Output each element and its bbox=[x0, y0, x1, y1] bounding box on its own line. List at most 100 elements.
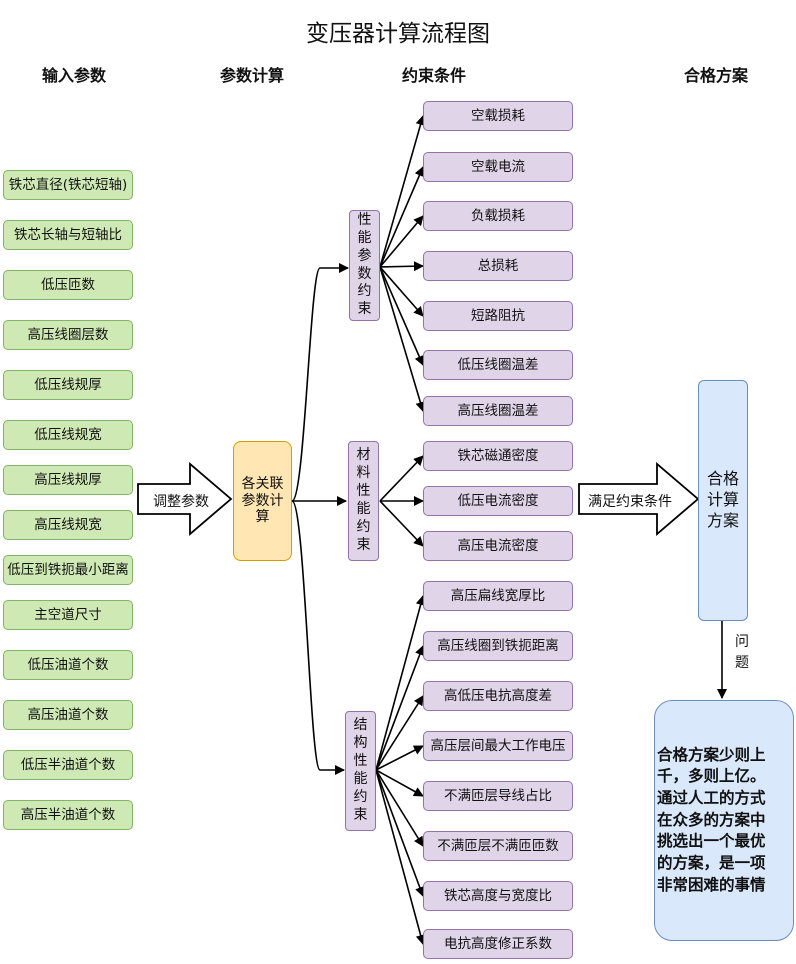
group-label-char: 性 bbox=[353, 753, 368, 770]
constraint-item-box: 低压线圈温差 bbox=[423, 350, 573, 380]
diagram-title: 变压器计算流程图 bbox=[306, 21, 490, 47]
constraint-item-box: 铁芯高度与宽度比 bbox=[423, 881, 573, 911]
adjust-arrow-label: 调整参数 bbox=[153, 494, 209, 510]
group-label-char: 能 bbox=[356, 501, 371, 517]
question-label-char: 题 bbox=[735, 655, 749, 671]
constraint-item-box: 高压线圈温差 bbox=[423, 396, 573, 426]
input-param-box: 主空道尺寸 bbox=[3, 600, 133, 630]
result-box-line: 合格 bbox=[706, 469, 739, 489]
edge-str-6 bbox=[375, 769, 424, 847]
edge-mat-3 bbox=[379, 500, 424, 547]
edge-calc-to-performance bbox=[291, 263, 349, 502]
input-param-box: 高压油道个数 bbox=[3, 700, 133, 730]
group-label-char: 束 bbox=[357, 301, 372, 318]
group-label-char: 参 bbox=[357, 247, 372, 264]
constraint-item-box: 不满匝层导线占比 bbox=[423, 781, 573, 811]
calc-box-line: 参数计 bbox=[241, 492, 284, 509]
column-header-constraint: 约束条件 bbox=[401, 66, 466, 85]
constraint-item-box: 空载损耗 bbox=[423, 101, 573, 131]
group-label-char: 结 bbox=[353, 717, 368, 734]
edge-str-8 bbox=[375, 769, 426, 945]
group-label-char: 能 bbox=[353, 771, 368, 787]
input-param-box: 高压半油道个数 bbox=[3, 800, 133, 830]
edge-mat-1 bbox=[379, 455, 424, 502]
group-label-char: 数 bbox=[357, 265, 372, 282]
result-box: 合格 计算 方案 bbox=[698, 380, 748, 621]
question-label-char: 问 bbox=[735, 634, 749, 650]
edge-perf-3 bbox=[379, 215, 424, 268]
edge-str-7 bbox=[375, 769, 425, 897]
edge-perf-5 bbox=[379, 266, 424, 317]
group-label-char: 材 bbox=[356, 447, 371, 464]
satisfy-arrow-label: 满足约束条件 bbox=[588, 494, 672, 510]
input-param-box: 低压线规厚 bbox=[3, 370, 133, 400]
satisfy-arrow-shape bbox=[578, 462, 700, 536]
constraint-item-box: 铁芯磁通密度 bbox=[423, 441, 573, 471]
input-param-box: 铁芯直径(铁芯短轴) bbox=[3, 170, 133, 200]
group-label-char: 性 bbox=[357, 211, 372, 228]
constraint-item-box: 短路阻抗 bbox=[423, 301, 573, 331]
constraint-item-box: 高低压电抗高度差 bbox=[423, 681, 573, 711]
note-line: 通过人工的方式 bbox=[657, 788, 766, 807]
input-param-box: 低压匝数 bbox=[3, 270, 133, 300]
edge-perf-2 bbox=[379, 166, 425, 268]
input-param-box: 高压线圈层数 bbox=[3, 320, 133, 350]
edge-str-4 bbox=[375, 745, 424, 771]
input-param-box: 低压线规宽 bbox=[3, 420, 133, 450]
edge-perf-6 bbox=[379, 266, 424, 366]
calc-box-line: 各关联 bbox=[241, 475, 284, 492]
edge-perf-4 bbox=[379, 261, 424, 272]
constraint-item-box: 低压电流密度 bbox=[423, 486, 573, 516]
constraint-item-box: 高压线圈到铁扼距离 bbox=[423, 631, 573, 661]
result-box-line: 方案 bbox=[706, 510, 739, 530]
group-material-box: 材 料 性 能 约 束 bbox=[348, 441, 379, 561]
constraint-item-box: 高压扁线宽厚比 bbox=[423, 581, 573, 611]
input-param-box: 低压油道个数 bbox=[3, 650, 133, 680]
constraint-item-box: 总损耗 bbox=[423, 251, 573, 281]
question-label: 问 题 bbox=[735, 632, 749, 674]
group-performance-box: 性 能 参 数 约 束 bbox=[349, 210, 380, 321]
group-label-char: 约 bbox=[353, 788, 368, 805]
group-label-char: 性 bbox=[356, 483, 371, 500]
edge-str-5 bbox=[375, 769, 424, 797]
group-label-char: 约 bbox=[356, 518, 371, 535]
constraint-item-box: 不满匝层不满匝匝数 bbox=[423, 831, 573, 861]
column-header-input: 输入参数 bbox=[41, 66, 106, 85]
result-box-line: 计算 bbox=[706, 490, 739, 510]
note-line: 在众多的方案中 bbox=[657, 810, 766, 829]
note-box: 合格方案少则上 千，多则上亿。 通过人工的方式 在众多的方案中 挑选出一个最优 … bbox=[654, 700, 794, 941]
constraint-item-box: 空载电流 bbox=[423, 152, 573, 182]
edge-str-1 bbox=[375, 595, 426, 771]
group-label-char: 料 bbox=[356, 465, 371, 482]
column-header-result: 合格方案 bbox=[683, 66, 748, 85]
note-line: 合格方案少则上 bbox=[657, 745, 766, 764]
edge-perf-7 bbox=[379, 266, 426, 412]
input-param-box: 低压半油道个数 bbox=[3, 750, 133, 780]
group-label-char: 束 bbox=[356, 536, 371, 553]
edge-perf-1 bbox=[379, 115, 426, 268]
note-line: 千，多则上亿。 bbox=[657, 767, 766, 786]
edge-calc-to-structure bbox=[291, 500, 345, 775]
input-param-box: 高压线规宽 bbox=[3, 510, 133, 540]
group-structure-box: 结 构 性 能 约 束 bbox=[345, 711, 376, 831]
note-line: 挑选出一个最优 bbox=[657, 832, 766, 851]
constraint-item-box: 负载损耗 bbox=[423, 201, 573, 231]
note-line: 非常困难的事情 bbox=[657, 875, 766, 894]
constraint-item-box: 高压层间最大工作电压 bbox=[423, 731, 573, 761]
column-header-calc: 参数计算 bbox=[219, 66, 284, 85]
group-label-char: 能 bbox=[357, 229, 372, 246]
calc-box-line: 算 bbox=[255, 509, 270, 526]
group-label-char: 构 bbox=[353, 735, 368, 752]
edge-str-2 bbox=[375, 645, 425, 771]
note-line: 的方案，是一项 bbox=[657, 854, 766, 873]
constraint-item-box: 高压电流密度 bbox=[423, 531, 573, 561]
constraint-item-box: 电抗高度修正系数 bbox=[423, 929, 573, 959]
adjust-arrow-shape bbox=[137, 462, 233, 536]
input-param-box: 低压到铁扼最小距离 bbox=[3, 555, 133, 585]
edge-str-3 bbox=[375, 695, 424, 771]
group-label-char: 约 bbox=[357, 283, 372, 300]
calc-box: 各关联 参数计 算 bbox=[233, 441, 292, 561]
input-param-box: 铁芯长轴与短轴比 bbox=[3, 220, 133, 250]
group-label-char: 束 bbox=[353, 806, 368, 823]
